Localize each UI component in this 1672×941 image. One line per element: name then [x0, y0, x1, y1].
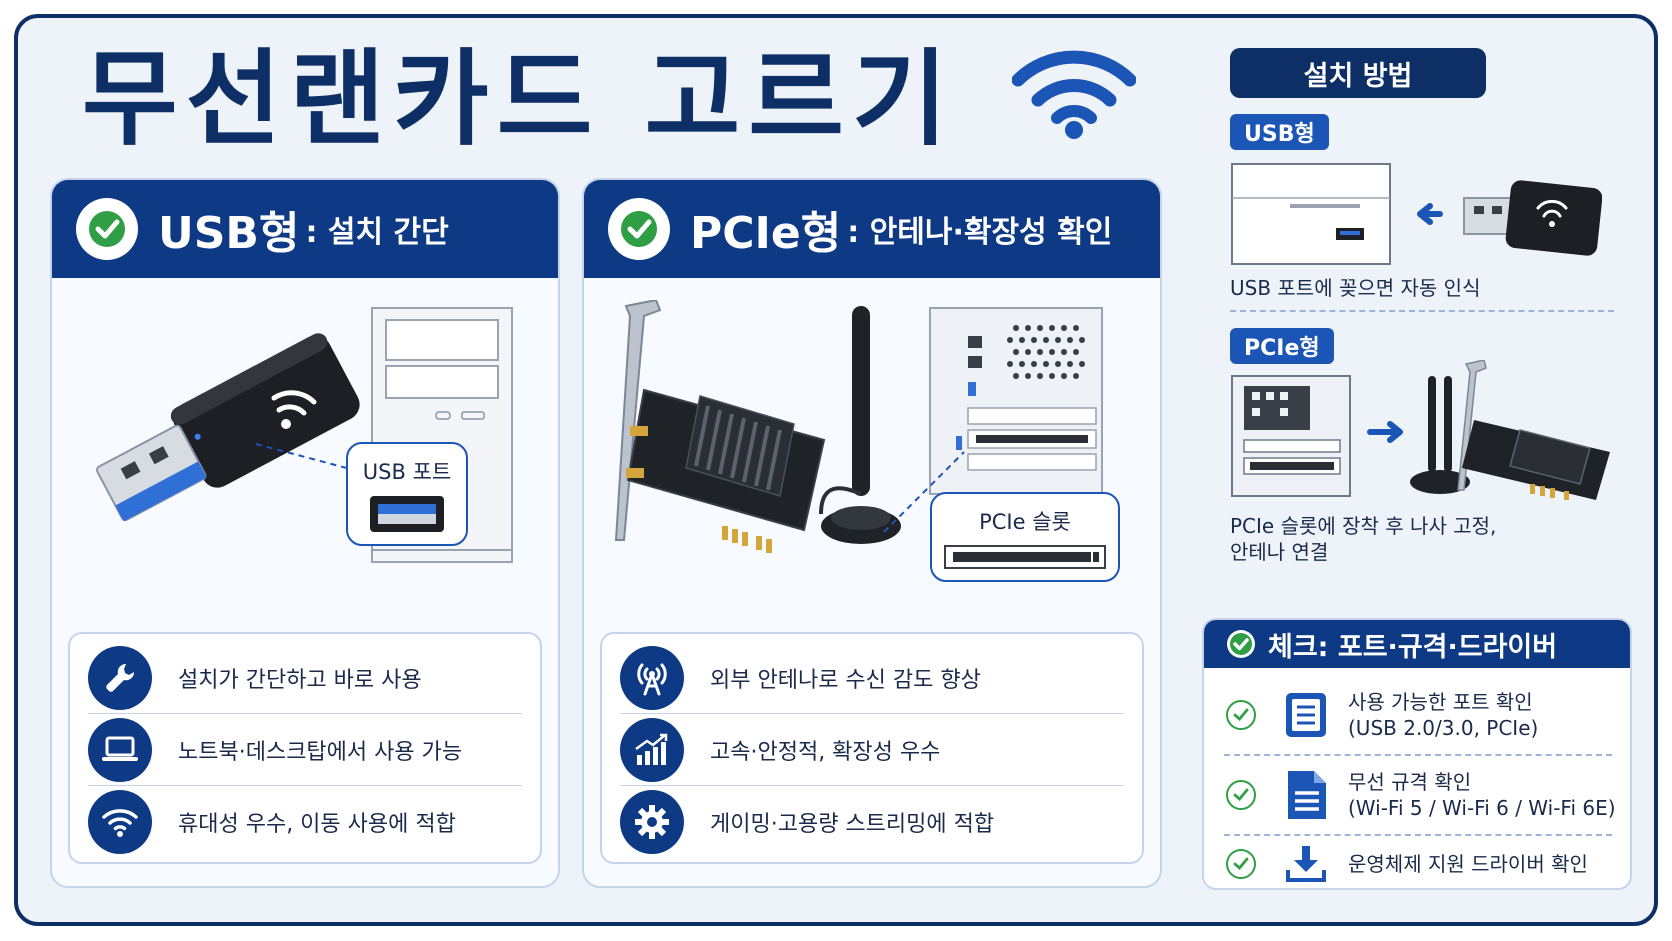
- pcie-card-subtitle: : 안테나·확장성 확인: [847, 215, 1113, 250]
- pcie-pill: PCIe형: [1230, 328, 1334, 364]
- pcie-feature-list: 외부 안테나로 수신 감도 향상 고속·안정적, 확장성 우수 게이밍·고용량 …: [600, 632, 1144, 864]
- check-icon: [608, 198, 670, 260]
- check-icon: [1227, 630, 1255, 658]
- list-item: 무선 규격 확인 (Wi-Fi 5 / Wi-Fi 6 / Wi-Fi 6E): [1204, 760, 1630, 830]
- wrench-icon: [88, 645, 152, 710]
- divider: [1230, 310, 1614, 312]
- connector-line: [883, 451, 965, 533]
- usb-card-subtitle: : 설치 간단: [305, 215, 449, 250]
- pcie-slot-label: PCIe 슬롯: [979, 510, 1071, 534]
- divider: [1224, 754, 1612, 756]
- usb-card: USB형 : 설치 간단 USB 포트: [50, 178, 560, 888]
- check-icon: [1226, 780, 1256, 810]
- pcie-slot-callout: PCIe 슬롯: [930, 492, 1120, 582]
- antenna-illustration: [819, 306, 901, 544]
- pc-tower-illustration: [371, 307, 513, 563]
- usb-card-header: USB형 : 설치 간단: [52, 180, 558, 278]
- list-item: 외부 안테나로 수신 감도 향상: [620, 642, 1124, 714]
- chart-icon: [620, 717, 684, 782]
- usb-port-icon: [370, 496, 444, 532]
- antenna-icon: [620, 645, 684, 710]
- usb-port-callout: USB 포트: [346, 442, 468, 546]
- install-panel: 설치 방법 USB형 USB 포트에 꽂으면 자동 인식 PCIe형 PCIe …: [1194, 44, 1634, 890]
- page-title: 무선랜카드 고르기: [82, 38, 956, 160]
- list-item: 고속·안정적, 확장성 우수: [620, 714, 1124, 786]
- usb-install-illustration: [1231, 163, 1602, 265]
- check-icon: [76, 198, 138, 260]
- check-icon: [1226, 700, 1256, 730]
- pcie-card-illustration: [614, 300, 826, 553]
- list-item: 노트북·데스크탑에서 사용 가능: [88, 714, 522, 786]
- wifi-icon: [88, 790, 152, 854]
- pcie-card: PCIe형 : 안테나·확장성 확인: [582, 178, 1162, 888]
- pcie-install-caption-1: PCIe 슬롯에 장착 후 나사 고정,: [1230, 514, 1497, 538]
- install-header: 설치 방법: [1230, 48, 1486, 98]
- usb-feature-list: 설치가 간단하고 바로 사용 노트북·데스크탑에서 사용 가능 휴대성 우수, …: [68, 632, 542, 864]
- list-item: 설치가 간단하고 바로 사용: [88, 642, 522, 714]
- list-item: 휴대성 우수, 이동 사용에 적합: [88, 786, 522, 858]
- usb-card-title: USB형: [158, 208, 300, 259]
- pcie-slot-icon: [944, 545, 1106, 569]
- checklist-header: 체크: 포트·규격·드라이버: [1204, 620, 1630, 668]
- pcie-card-header: PCIe형 : 안테나·확장성 확인: [584, 180, 1160, 278]
- usb-port-label: USB 포트: [362, 460, 452, 484]
- usb-dongle-illustration: [96, 333, 360, 522]
- pcie-install-illustration: [1231, 360, 1610, 500]
- pcie-card-title: PCIe형: [690, 208, 842, 259]
- laptop-icon: [88, 717, 152, 782]
- wifi-logo-icon: [1012, 50, 1136, 139]
- pcie-install-caption-2: 안테나 연결: [1230, 540, 1329, 564]
- document-icon: [1286, 693, 1326, 737]
- list-item: 게이밍·고용량 스트리밍에 적합: [620, 786, 1124, 858]
- download-icon: [1286, 846, 1326, 882]
- checklist-panel: 체크: 포트·규격·드라이버 사용 가능한 포트 확인 (USB 2.0/3.0…: [1202, 618, 1632, 890]
- usb-install-caption: USB 포트에 꽂으면 자동 인식: [1230, 276, 1481, 300]
- gear-icon: [620, 790, 684, 854]
- list-item: 사용 가능한 포트 확인 (USB 2.0/3.0, PCIe): [1204, 680, 1630, 750]
- usb-pill: USB형: [1230, 114, 1329, 150]
- divider: [1224, 834, 1612, 836]
- list-item: 운영체제 지원 드라이버 확인: [1204, 840, 1630, 888]
- check-icon: [1226, 849, 1256, 879]
- spec-document-icon: [1288, 771, 1326, 819]
- pc-back-illustration: [929, 307, 1103, 495]
